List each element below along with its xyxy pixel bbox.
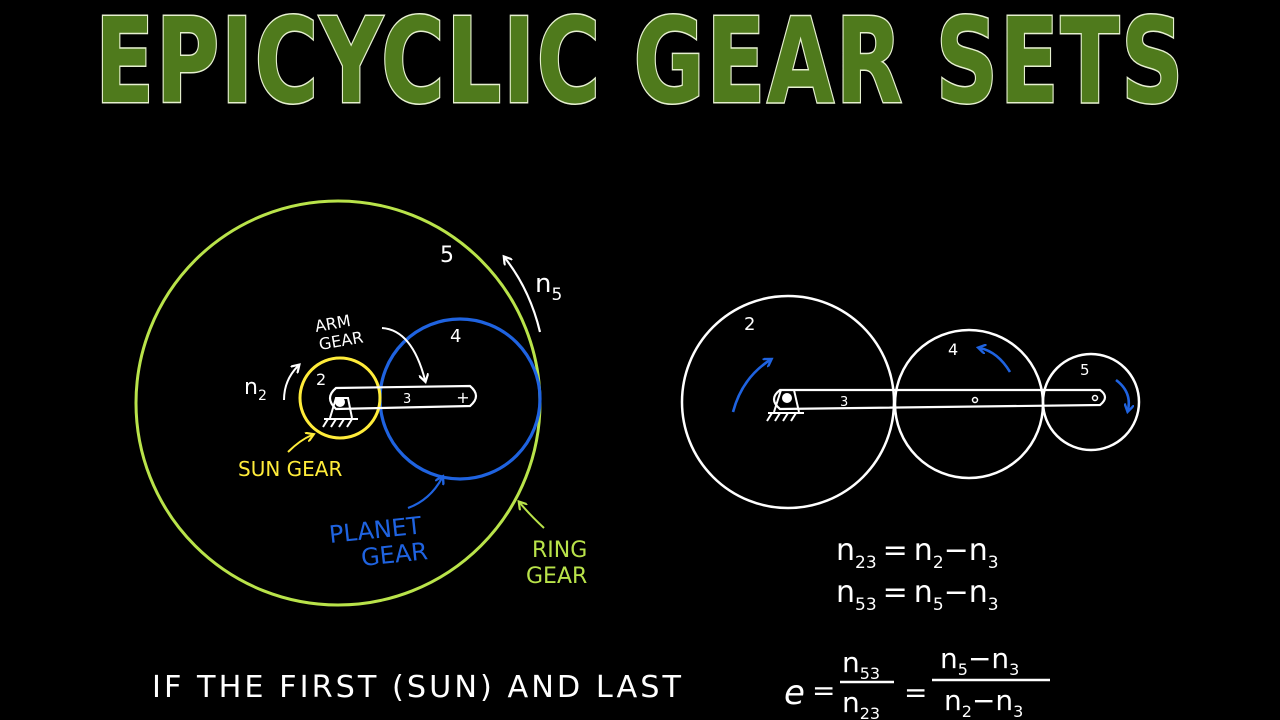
planet-gear-pointer [407, 478, 442, 510]
pivot-cross-icon: + [456, 388, 469, 407]
svg-text:n23: n23 [842, 686, 880, 720]
ring-speed-symbol: n5 [535, 269, 562, 305]
svg-text:n53: n53 [842, 646, 880, 683]
gear-5-center-dot [1091, 394, 1099, 402]
ring-gear-pointer [520, 503, 545, 529]
right-train-diagram: 2 4 5 3 [680, 294, 1141, 510]
sun-number: 2 [316, 370, 326, 389]
right-arm-number: 3 [840, 395, 848, 410]
ring-gear-label-line2: GEAR [526, 564, 587, 589]
planet-number: 4 [450, 326, 461, 347]
gear-5-number: 5 [1080, 361, 1090, 379]
gear-2-rotation-arrow [731, 360, 770, 413]
planet-gear-label-line2: GEAR [360, 537, 429, 572]
svg-text:n53=n5−n3: n53=n5−n3 [836, 575, 999, 615]
sun-gear [298, 356, 382, 440]
arm-link [328, 384, 478, 411]
svg-text:n23=n2−n3: n23=n2−n3 [836, 533, 999, 573]
train-value-equation: e = n53 n23 = n5−n3 n2−n3 [784, 642, 1050, 720]
svg-text:n5−n3: n5−n3 [940, 642, 1019, 679]
svg-text:=: = [904, 676, 927, 709]
sun-speed-symbol: n2 [244, 375, 267, 404]
sun-gear-pointer [287, 435, 312, 453]
ring-rotation-arrow [505, 258, 542, 333]
equation-1: n23=n2−n3 [836, 533, 999, 573]
gear-5-circle [1041, 352, 1141, 452]
svg-text:n2−n3: n2−n3 [944, 684, 1023, 720]
gear-5-rotation-arrow [1115, 378, 1129, 410]
arm-gear-pointer [381, 327, 425, 380]
right-arm-link [772, 388, 1107, 411]
ring-gear-label-line1: RING [532, 538, 587, 563]
ring-number: 5 [440, 243, 454, 268]
gear-4-center-dot [971, 396, 979, 404]
ground-pivot [322, 397, 358, 428]
gear-4-number: 4 [948, 340, 958, 359]
arm-number: 3 [403, 392, 411, 407]
gear-4-circle [893, 328, 1045, 480]
sun-rotation-arrow [283, 366, 298, 401]
equation-2: n53=n5−n3 [836, 575, 999, 615]
bottom-caption: IF THE FIRST (SUN) AND LAST [152, 670, 684, 705]
svg-text:=: = [812, 674, 835, 707]
right-ground-pivot [766, 389, 804, 422]
gear-2-number: 2 [744, 314, 755, 335]
left-epicyclic-diagram: + 5 4 2 3 n5 n2 ARM GEAR SUN GEAR PLANET… [134, 199, 587, 607]
page-title: EPICYCLIC GEAR SETS [95, 0, 1185, 130]
gear-4-rotation-arrow [980, 348, 1012, 373]
e-symbol: e [784, 673, 805, 713]
sun-gear-label: SUN GEAR [238, 457, 342, 481]
